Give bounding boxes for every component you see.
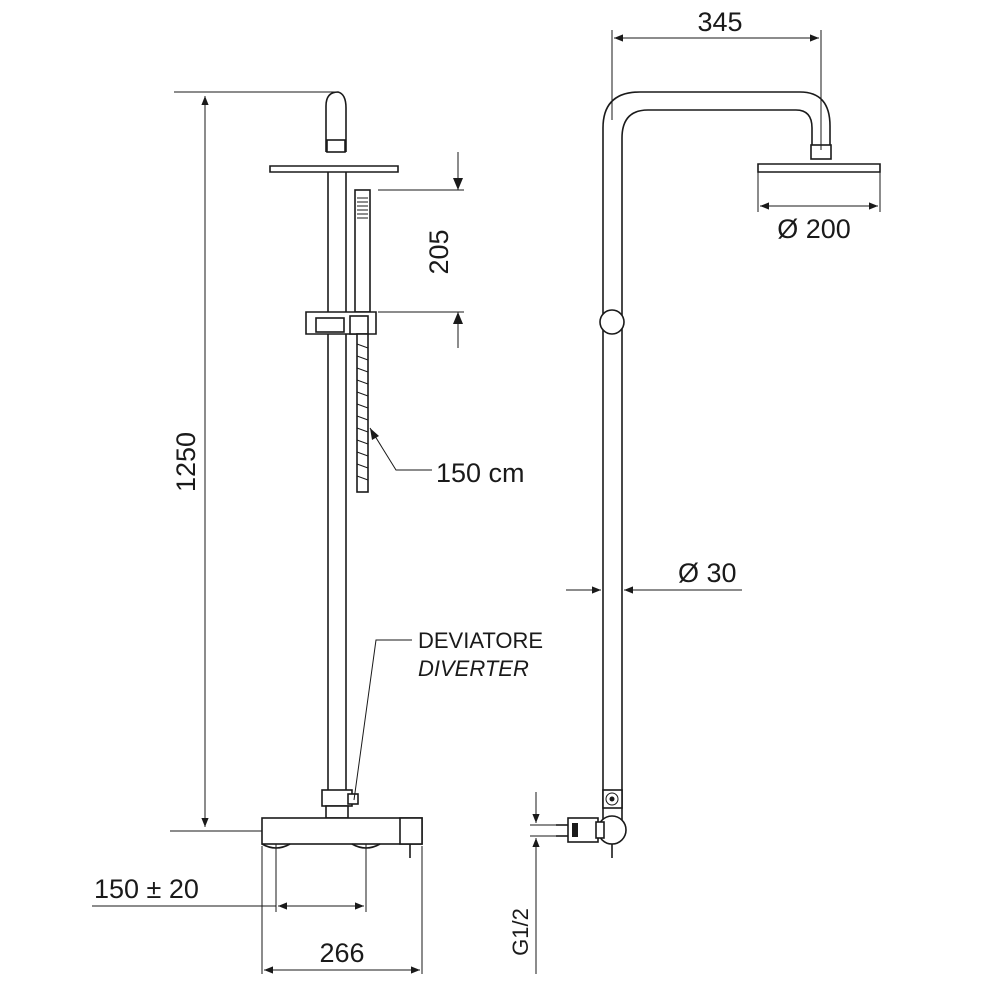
dim-head-diameter: Ø 200: [777, 214, 851, 244]
hand-shower-nozzles: [357, 197, 368, 219]
dim-pipe-diameter: Ø 30: [678, 558, 737, 588]
dim-mixer-width: 266: [319, 938, 364, 968]
side-view: [556, 91, 881, 858]
side-dimensions: [530, 30, 881, 974]
label-diverter-it: DEVIATORE: [418, 628, 543, 653]
dim-hand-shower-length: 205: [424, 229, 454, 274]
label-diverter-en: DIVERTER: [418, 656, 529, 681]
dim-hose-length: 150 cm: [436, 458, 525, 488]
dim-total-height: 1250: [171, 432, 201, 492]
dim-wall-spacing: 150 ± 20: [94, 874, 199, 904]
front-dimensions: [92, 91, 464, 974]
dim-thread-size: G1/2: [508, 908, 533, 956]
dim-arm-reach: 345: [697, 7, 742, 37]
front-view: [261, 91, 423, 858]
hose-coil: [356, 343, 369, 481]
